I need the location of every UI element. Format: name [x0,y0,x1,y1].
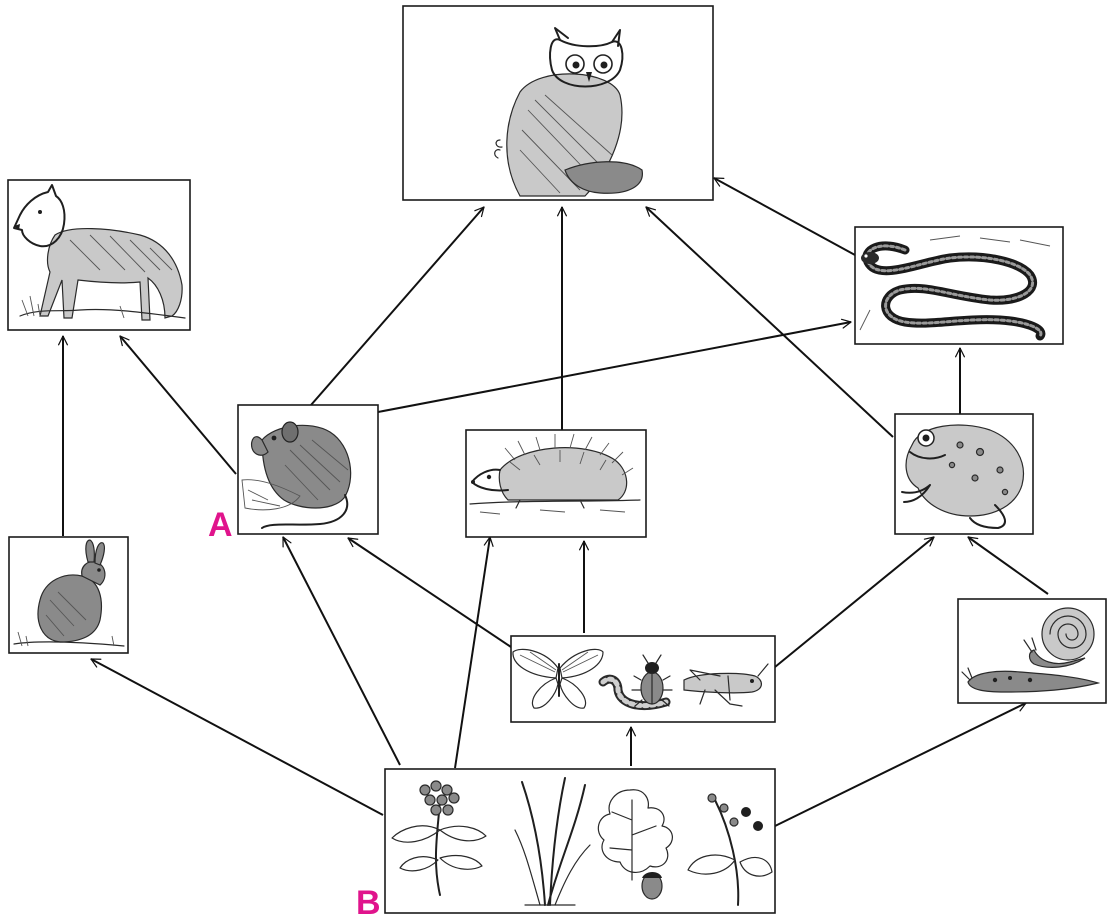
arrow-mouse-to-snake [377,318,852,413]
label-a: A [208,506,233,544]
node-snake [854,226,1064,345]
label-b: B [356,884,381,922]
arrow-insects-to-toad [774,536,935,668]
node-hare [8,536,129,654]
arrow-mouse-to-owl [310,206,485,406]
node-plants [384,768,776,914]
node-wolf [7,179,191,331]
arrow-toad-to-owl [645,206,894,438]
hedgehog-icon [469,433,641,515]
mouse-icon [241,421,352,529]
arrow-snails-to-toad [967,536,1049,595]
grasshopper-icon [683,663,769,707]
snail-icon [1023,607,1095,668]
arrows [57,177,1049,827]
beetle-icon [631,654,673,707]
slug-icon [961,667,1101,693]
snake-icon [859,235,1051,341]
oak-leaf-icon [597,789,673,900]
rowan-branch-icon [391,780,487,896]
node-owl [402,5,714,201]
caterpillar-icon [598,674,671,710]
arrow-mouse-to-wolf [119,335,237,475]
arrow-insects-to-mouse [347,537,512,648]
arrow-plants-to-mouse [282,536,401,766]
node-hedgehog [465,429,647,538]
node-toad [894,413,1034,535]
arrow-plants-to-snails [774,702,1027,827]
arrow-snake-to-owl [713,177,856,256]
owl-icon [494,27,643,197]
node-insects [510,635,776,723]
grass-icon [514,777,591,906]
arrow-plants-to-hare [90,658,384,816]
hare-icon [13,539,125,647]
toad-icon [901,424,1024,529]
node-mouse [237,404,379,535]
arrow-plants-to-hedgehog [454,536,494,769]
blackberry-icon [687,793,773,906]
node-snails [957,598,1107,704]
wolf-icon [13,184,186,321]
butterfly-icon [512,648,604,709]
